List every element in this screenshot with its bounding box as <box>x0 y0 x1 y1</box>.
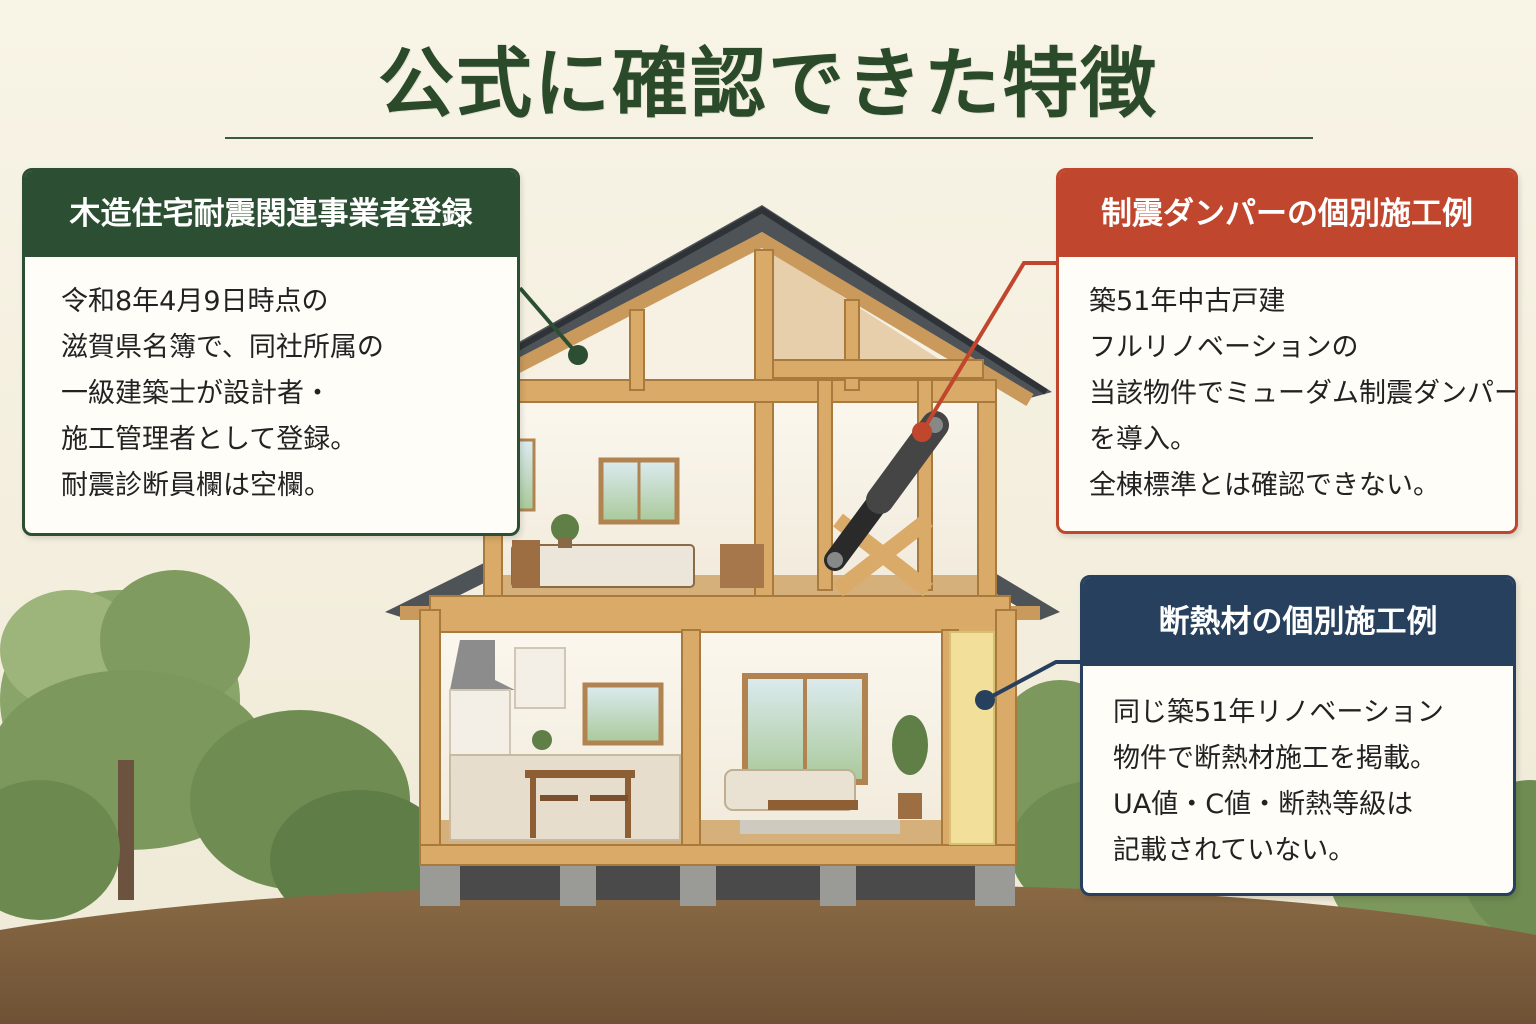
card-earthquake-registration: 木造住宅耐震関連事業者登録 令和8年4月9日時点の 滋賀県名簿で、同社所属の 一… <box>22 168 520 536</box>
living-room <box>724 673 928 834</box>
insulation-panel <box>949 631 995 845</box>
card-damper-example: 制震ダンパーの個別施工例 築51年中古戸建 フルリノベーションの 当該物件でミュ… <box>1056 168 1518 534</box>
card-heading: 断熱材の個別施工例 <box>1083 578 1513 666</box>
card-line: 同じ築51年リノベーション <box>1113 697 1444 728</box>
marker-dot-green <box>568 345 588 365</box>
card-line: 物件で断熱材施工を掲載。 <box>1113 743 1437 774</box>
card-line: 令和8年4月9日時点の <box>61 286 329 317</box>
card-line: 当該物件でミューダム制震ダンパー <box>1089 378 1518 409</box>
card-line: 滋賀県名簿で、同社所属の <box>61 332 384 363</box>
title-divider <box>225 137 1313 139</box>
card-body: 令和8年4月9日時点の 滋賀県名簿で、同社所属の 一級建築士が設計者・ 施工管理… <box>25 257 517 509</box>
card-line: 全棟標準とは確認できない。 <box>1089 470 1440 501</box>
card-line: フルリノベーションの <box>1089 332 1359 363</box>
card-line: 一級建築士が設計者・ <box>61 378 331 409</box>
marker-dot-red <box>912 422 932 442</box>
card-line: 築51年中古戸建 <box>1089 286 1286 317</box>
card-insulation-example: 断熱材の個別施工例 同じ築51年リノベーション 物件で断熱材施工を掲載。 UA値… <box>1080 575 1516 896</box>
card-line: 耐震診断員欄は空欄。 <box>61 470 331 501</box>
card-line: を導入。 <box>1089 424 1197 455</box>
marker-dot-blue <box>975 690 995 710</box>
bedroom <box>511 438 764 588</box>
main-roof <box>430 205 1052 407</box>
page-title: 公式に確認できた特徴 <box>378 39 1158 128</box>
card-heading: 木造住宅耐震関連事業者登録 <box>25 171 517 257</box>
trees-left <box>0 570 450 930</box>
foundation <box>420 862 1015 906</box>
card-heading: 制震ダンパーの個別施工例 <box>1059 171 1515 257</box>
card-line: 施工管理者として登録。 <box>61 424 358 455</box>
leader-lines <box>518 261 1080 710</box>
card-line: UA値・C値・断熱等級は <box>1113 789 1414 820</box>
card-line: 記載されていない。 <box>1113 835 1356 866</box>
card-body: 築51年中古戸建 フルリノベーションの 当該物件でミューダム制震ダンパー を導入… <box>1059 257 1515 509</box>
kitchen-dining <box>449 640 681 841</box>
ground <box>0 884 1536 1024</box>
card-body: 同じ築51年リノベーション 物件で断熱材施工を掲載。 UA値・C値・断熱等級は … <box>1083 666 1513 874</box>
